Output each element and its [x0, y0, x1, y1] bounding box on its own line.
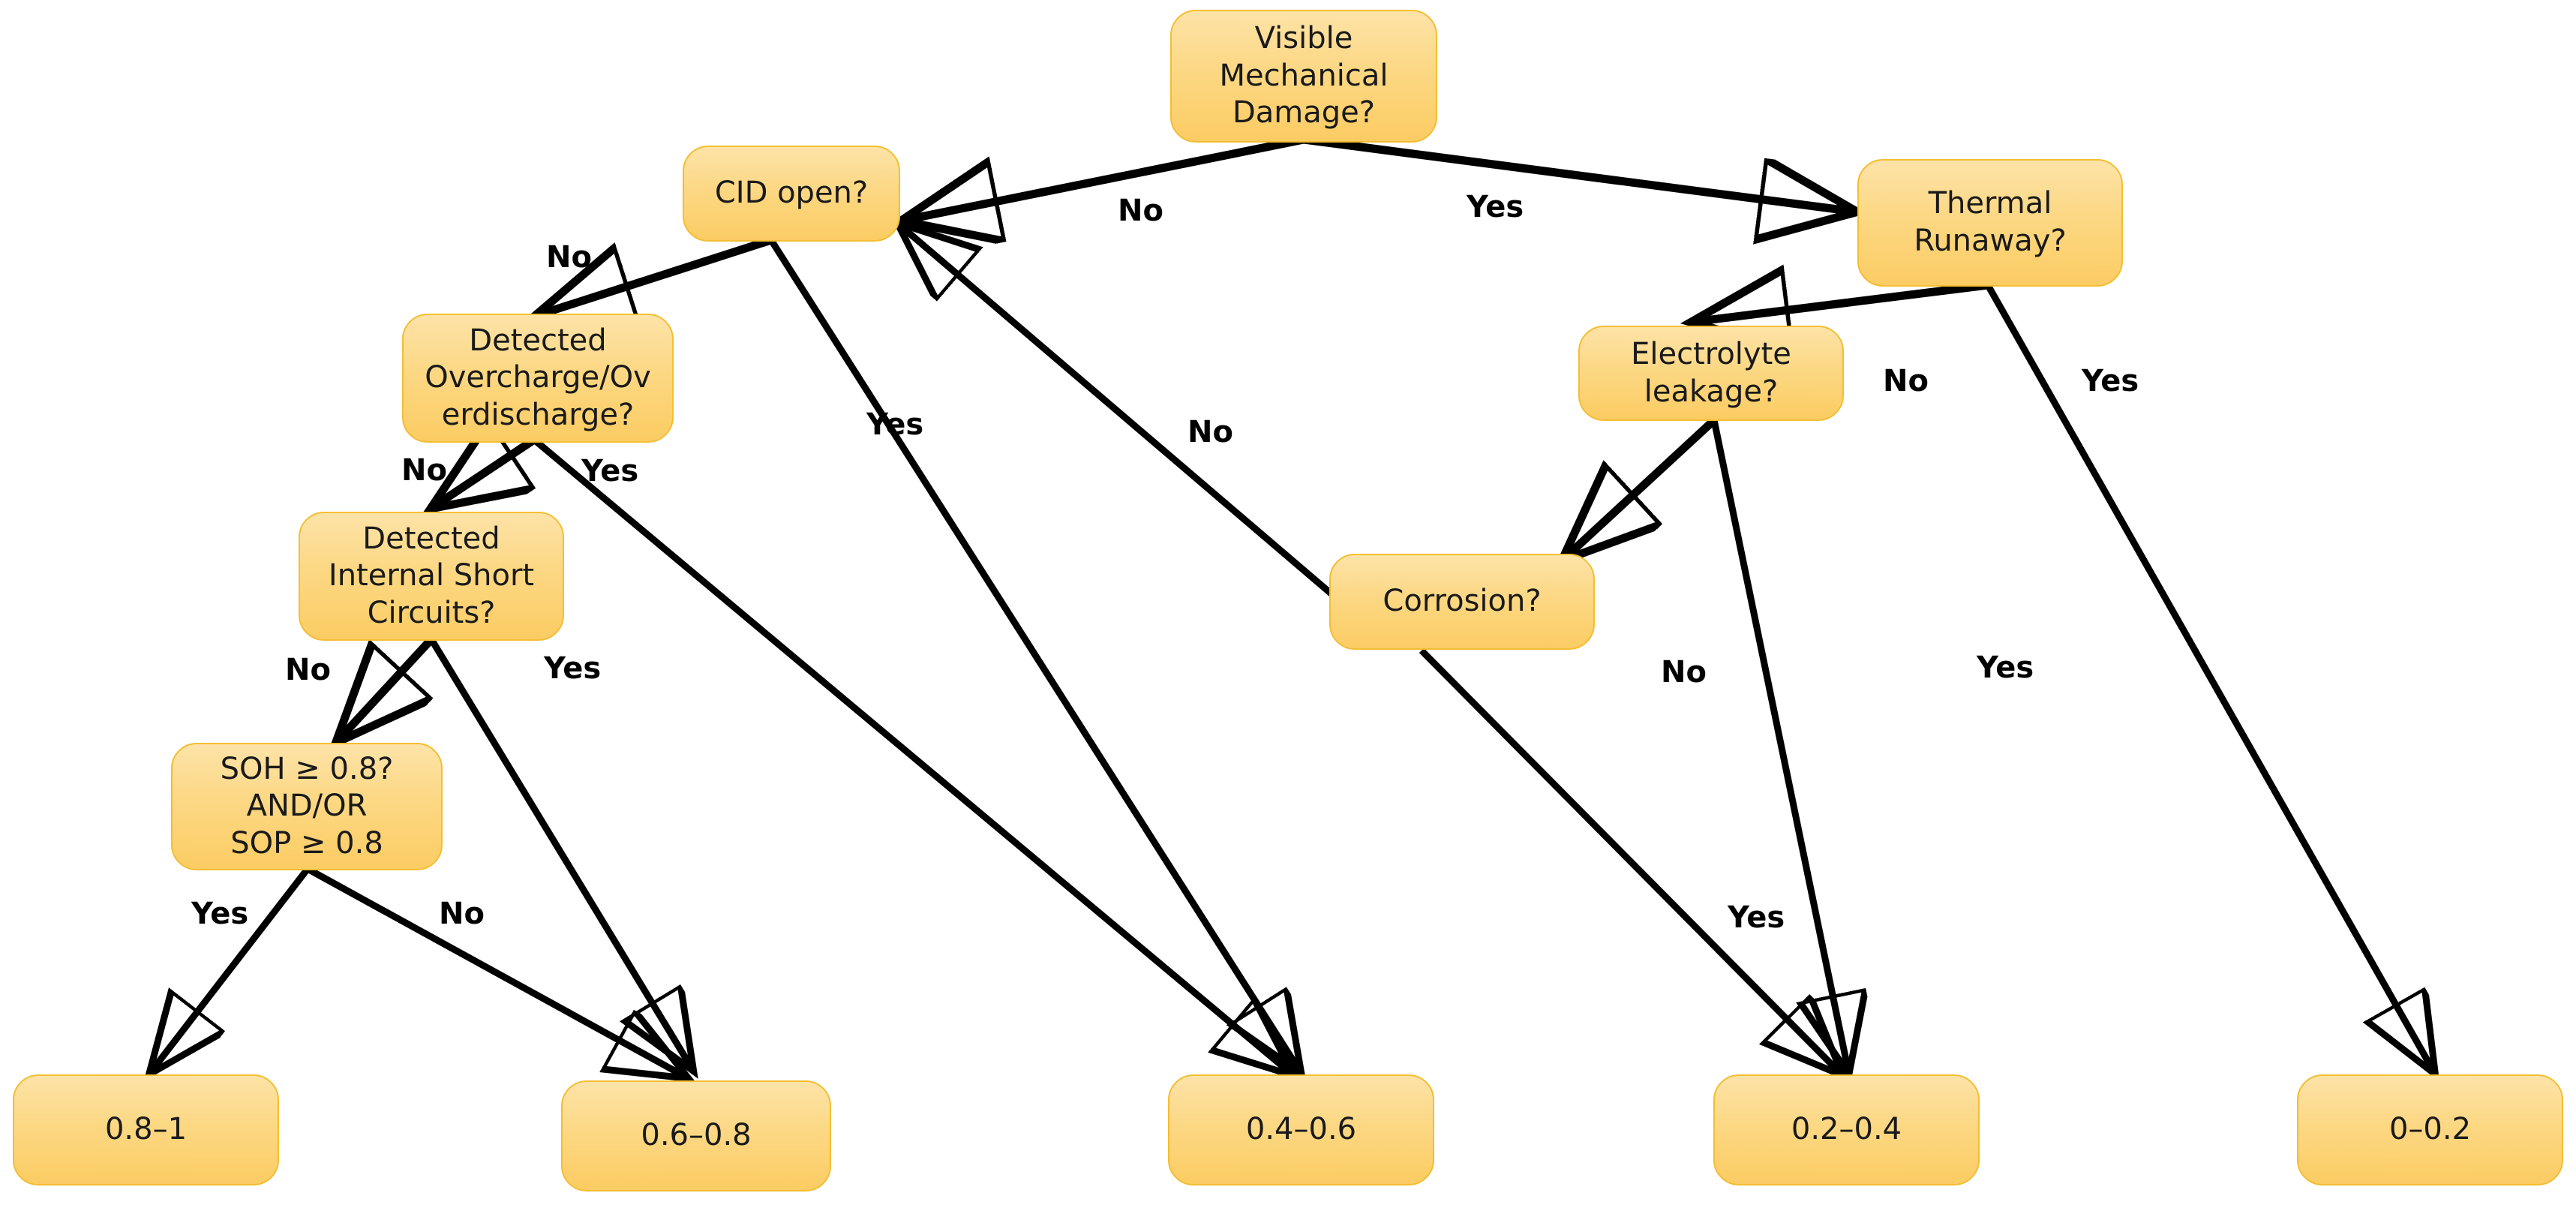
edge-overcharge-yes	[532, 437, 1289, 1071]
edge-electrolyte-no	[1568, 416, 1717, 555]
edge-label-corrosion-yes: Yes	[1728, 900, 1785, 935]
node-label: Thermal Runaway?	[1914, 186, 2067, 258]
edge-label-electrolyte-no: No	[1661, 655, 1707, 690]
edge-label-thermal-no: No	[1883, 364, 1929, 398]
edge-internalshort-yes	[428, 637, 690, 1065]
edge-label-overcharge-no: No	[401, 453, 447, 488]
edge-label-overcharge-yes: Yes	[581, 454, 639, 488]
edge-corrosion-yes	[1419, 648, 1838, 1071]
node-label: CID open?	[714, 176, 869, 211]
node-label: Electrolyte leakage?	[1631, 336, 1791, 409]
edge-label-corrosion-no: No	[1187, 415, 1233, 449]
edge-label-sohsop-yes: Yes	[191, 897, 249, 931]
edge-cid-no	[542, 236, 773, 314]
node-cid-open[interactable]: CID open?	[683, 146, 900, 242]
node-label: 0.8–1	[104, 1112, 188, 1147]
edge-corrosion-no	[902, 227, 1337, 599]
node-label: SOH ≥ 0.8? AND/OR SOP ≥ 0.8	[220, 751, 394, 861]
node-detected-overcharge-overdischarge[interactable]: Detected Overcharge/Ov erdischarge?	[402, 314, 674, 443]
node-corrosion[interactable]: Corrosion?	[1329, 554, 1595, 650]
node-label: Visible Mechanical Damage?	[1219, 21, 1389, 131]
node-label: 0.2–0.4	[1791, 1112, 1902, 1147]
node-leaf-0-6-0-8[interactable]: 0.6–0.8	[561, 1080, 831, 1191]
node-label: 0.6–0.8	[641, 1118, 752, 1153]
node-leaf-0-0-2[interactable]: 0–0.2	[2297, 1074, 2563, 1185]
edge-label-cid-no: No	[546, 240, 592, 275]
edge-vmd-yes	[1303, 135, 1849, 211]
node-label: Detected Overcharge/Ov erdischarge?	[425, 323, 651, 432]
node-label: Detected Internal Short Circuits?	[328, 521, 535, 630]
node-leaf-0-4-0-6[interactable]: 0.4–0.6	[1168, 1074, 1434, 1185]
edge-internalshort-no	[341, 639, 435, 737]
node-thermal-runaway[interactable]: Thermal Runaway?	[1857, 159, 2123, 287]
edge-thermal-no	[1699, 285, 1989, 321]
node-electrolyte-leakage[interactable]: Electrolyte leakage?	[1578, 326, 1844, 421]
node-label: Corrosion?	[1383, 584, 1542, 619]
edge-label-thermal-yes: Yes	[2082, 364, 2139, 398]
edge-label-electrolyte-yes: Yes	[1977, 651, 2034, 685]
node-leaf-0-2-0-4[interactable]: 0.2–0.4	[1713, 1074, 1980, 1185]
edge-label-vmd-yes: Yes	[1467, 190, 1524, 224]
edge-label-internalshort-yes: Yes	[544, 651, 602, 686]
edge-cid-yes	[768, 238, 1298, 1068]
edge-overcharge-no	[437, 440, 537, 504]
edge-label-cid-yes: Yes	[866, 407, 924, 442]
edge-electrolyte-yes	[1710, 419, 1848, 1068]
edge-sohsop-yes	[153, 867, 311, 1069]
node-soh-sop-threshold[interactable]: SOH ≥ 0.8? AND/OR SOP ≥ 0.8	[171, 743, 443, 870]
edge-thermal-yes	[1985, 283, 2432, 1068]
edge-sohsop-no	[305, 866, 683, 1075]
node-label: 0–0.2	[2388, 1112, 2472, 1147]
edge-label-internalshort-no: No	[285, 653, 331, 687]
node-detected-internal-short-circuits[interactable]: Detected Internal Short Circuits?	[299, 512, 564, 641]
edge-label-vmd-no: No	[1118, 194, 1163, 228]
edge-label-sohsop-no: No	[439, 897, 485, 931]
edge-vmd-no	[909, 135, 1305, 219]
node-leaf-0-8-1[interactable]: 0.8–1	[13, 1074, 279, 1185]
node-visible-mechanical-damage[interactable]: Visible Mechanical Damage?	[1170, 10, 1437, 143]
node-label: 0.4–0.6	[1245, 1112, 1357, 1147]
